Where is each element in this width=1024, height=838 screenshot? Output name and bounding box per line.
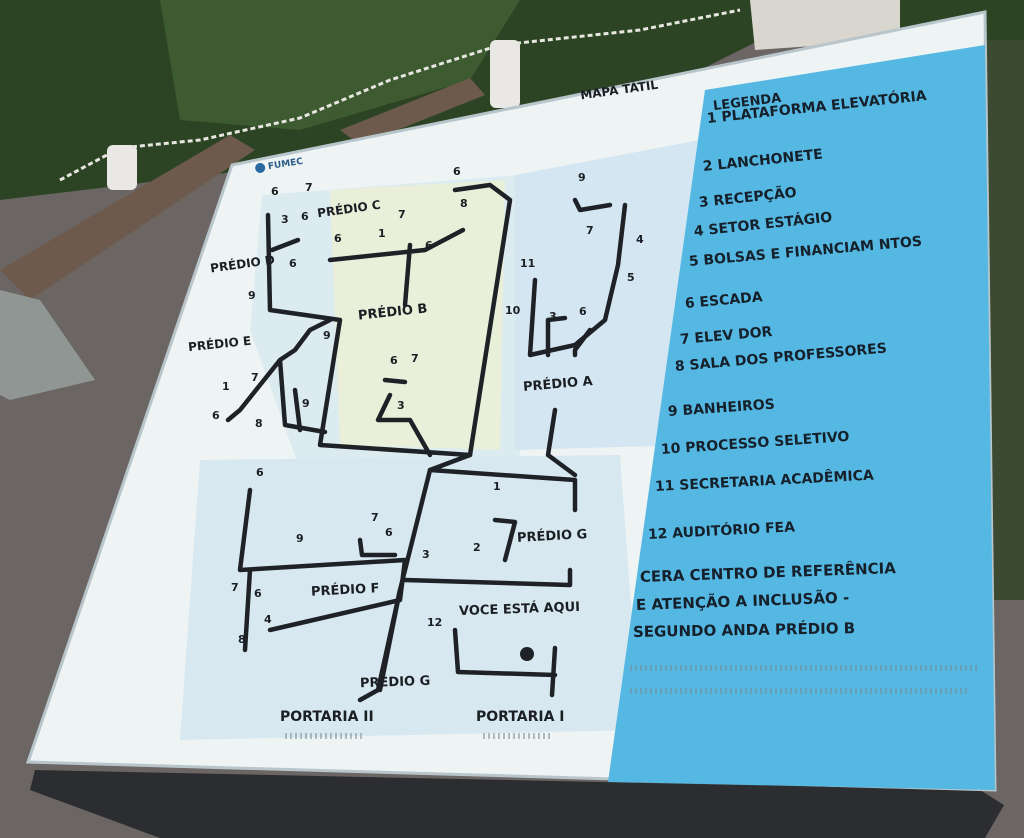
- map-number: 6: [425, 239, 433, 252]
- legend-item-1: 1 PLATAFORMA ELEVATÓRIA: [706, 87, 928, 127]
- logo-text: FUMEC: [267, 156, 304, 173]
- map-number: 6: [289, 257, 297, 270]
- legend-item-6: 6 ESCADA: [684, 289, 764, 312]
- cera-line-3: SEGUNDO ANDA PRÉDIO B: [632, 619, 856, 641]
- map-number: 2: [473, 541, 481, 554]
- cera-line-1: CERA CENTRO DE REFERÊNCIA: [639, 559, 897, 586]
- map-number: 7: [371, 511, 379, 524]
- legend-item-5: 5 BOLSAS E FINANCIAM NTOS: [688, 233, 923, 270]
- map-number: 9: [302, 397, 310, 410]
- map-number: 4: [264, 613, 272, 626]
- post: [490, 40, 520, 108]
- legend-item-7: 7 ELEV DOR: [679, 323, 774, 348]
- map-zone: [515, 140, 700, 450]
- map-number: 5: [627, 271, 635, 284]
- building-a-label: PRÉDIO A: [522, 373, 594, 396]
- map-number: 1: [378, 227, 386, 240]
- map-number: 3: [281, 213, 289, 226]
- map-number: 7: [411, 352, 419, 365]
- post: [107, 145, 137, 190]
- braille-strip: [630, 665, 980, 671]
- logo-mark-icon: [254, 162, 266, 174]
- map-number: 8: [255, 417, 263, 430]
- building-b-label: PRÉDIO B: [357, 301, 429, 324]
- map-number: 12: [427, 616, 443, 629]
- map-number: 4: [636, 233, 644, 246]
- braille-strip: [483, 733, 553, 739]
- portaria-1-label: PORTARIA I: [476, 709, 565, 725]
- map-number: 11: [520, 257, 536, 270]
- you-are-here-label: VOCE ESTÁ AQUI: [458, 599, 581, 620]
- portaria-2-label: PORTARIA II: [280, 709, 374, 725]
- map-number: 9: [296, 532, 304, 545]
- map-number: 9: [323, 329, 331, 342]
- map-number: 6: [212, 409, 220, 422]
- map-number: 6: [334, 232, 342, 245]
- map-number: 7: [251, 371, 259, 384]
- map-number: 10: [505, 304, 521, 317]
- map-number: 6: [385, 526, 393, 539]
- legend-item-12: 12 AUDITÓRIO FEA: [647, 519, 796, 543]
- building-d-label: PRÉDIO D: [209, 252, 276, 276]
- map-number: 6: [256, 466, 264, 479]
- map-number: 3: [422, 548, 430, 561]
- map-number: 1: [222, 380, 230, 393]
- legend-item-3: 3 RECEPÇÃO: [698, 184, 798, 211]
- map-number: 6: [254, 587, 262, 600]
- map-number: 7: [305, 181, 313, 194]
- map-number: 6: [390, 354, 398, 367]
- map-number: 6: [579, 305, 587, 318]
- building-g-label-1: PRÉDIO G: [516, 527, 588, 546]
- legend-item-11: 11 SECRETARIA ACADÊMICA: [654, 467, 875, 495]
- map-number: 3: [549, 310, 557, 323]
- you-are-here-marker: [520, 647, 534, 661]
- map-number: 9: [248, 289, 256, 302]
- legend-item-10: 10 PROCESSO SELETIVO: [660, 428, 850, 458]
- building-g-label-2: PRÉDIO G: [359, 673, 431, 692]
- sign-base-shadow: [30, 770, 1004, 838]
- bench-leg: [0, 290, 95, 400]
- legend-item-2: 2 LANCHONETE: [702, 146, 824, 175]
- map-number: 9: [578, 171, 586, 184]
- map-number: 6: [301, 210, 309, 223]
- legend-item-8: 8 SALA DOS PROFESSORES: [674, 340, 888, 375]
- foliage-light: [160, 0, 520, 130]
- bench-top: [0, 135, 255, 300]
- map-title: MAPA TÁTIL: [579, 77, 659, 103]
- map-number: 6: [453, 165, 461, 178]
- map-number: 7: [398, 208, 406, 221]
- building-c-label: PRÉDIO C: [316, 197, 382, 221]
- map-zone: [330, 180, 505, 450]
- legend-item-9: 9 BANHEIROS: [667, 396, 776, 420]
- map-number: 8: [238, 633, 246, 646]
- legend-panel: [608, 45, 995, 790]
- tactile-routes: [225, 182, 628, 703]
- map-number: 1: [493, 480, 501, 493]
- map-number: 8: [460, 197, 468, 210]
- map-number: 7: [586, 224, 594, 237]
- legend-item-4: 4 SETOR ESTÁGIO: [693, 209, 833, 240]
- map-number: 6: [271, 185, 279, 198]
- building-f-label: PRÉDIO F: [310, 581, 380, 600]
- fumec-logo: FUMEC: [254, 156, 304, 174]
- cera-line-2: E ATENÇÃO A INCLUSÃO -: [635, 588, 850, 614]
- braille-strip: [285, 733, 365, 739]
- map-number: 3: [397, 399, 405, 412]
- building-e-label: PRÉDIO E: [187, 333, 252, 355]
- braille-strip: [630, 688, 970, 694]
- map-zone: [180, 455, 640, 740]
- bench-back: [340, 78, 485, 145]
- map-number: 7: [231, 581, 239, 594]
